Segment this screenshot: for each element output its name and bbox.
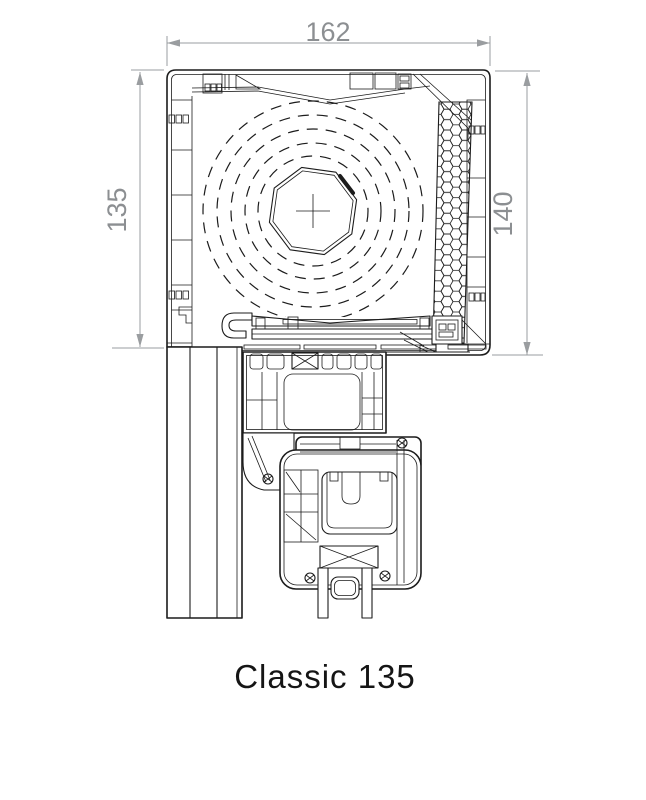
box-inner-wall-line <box>171 74 486 351</box>
arrow-right-icon <box>477 39 490 47</box>
box-outline <box>166 69 491 356</box>
dimension-label: 162 <box>305 17 350 47</box>
guide-rail-outline <box>166 346 243 619</box>
arrow-up-icon <box>136 72 144 85</box>
shaft-center-cross <box>296 194 330 228</box>
sash-steel-reinforcement-x <box>319 545 379 569</box>
arrow-left-icon <box>167 39 180 47</box>
drawing-title: Classic 135 <box>234 658 416 695</box>
roller-coil-dashed-circles <box>202 100 424 317</box>
insulation-honeycomb <box>432 101 473 344</box>
sash-left-chambers <box>283 469 319 543</box>
arrow-up-icon <box>523 73 531 86</box>
dimension-label: 140 <box>488 191 518 236</box>
gasket <box>262 473 274 485</box>
arrow-down-icon <box>523 342 531 355</box>
dimension-right-height: 140 <box>488 70 543 356</box>
glazing-spacer <box>330 576 360 600</box>
box-bottom-lid <box>221 312 490 353</box>
shaft-clip-detail <box>338 174 355 195</box>
shutter-box <box>166 69 491 356</box>
dimension-top-width: 162 <box>166 17 491 66</box>
sash-profile <box>279 436 422 619</box>
curtain-entry-hook <box>221 312 253 339</box>
frame-steel-reinforcement-x <box>291 352 319 370</box>
frame-top-chambers <box>249 353 383 370</box>
gasket <box>396 437 408 449</box>
curtain-guide-rail <box>166 346 243 619</box>
box-left-wall-details <box>167 96 193 347</box>
extension-lines <box>492 70 543 356</box>
gasket <box>304 572 316 584</box>
glazing-channel <box>321 471 398 535</box>
dimension-left-height: 135 <box>102 69 164 349</box>
dimension-label: 135 <box>102 187 132 232</box>
gasket <box>379 570 391 582</box>
arrow-down-icon <box>136 334 144 347</box>
extension-lines <box>166 36 491 66</box>
frame-outline <box>242 351 387 434</box>
frame-body-chambers <box>246 372 383 431</box>
octagonal-shaft <box>268 166 358 256</box>
window-frame-profile <box>242 351 387 491</box>
glass-panes <box>317 567 373 619</box>
extension-lines <box>112 69 164 349</box>
